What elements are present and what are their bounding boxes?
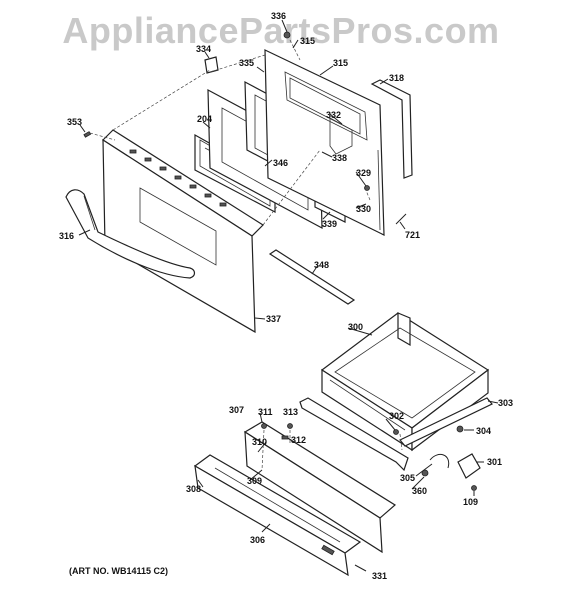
label-346: 346	[273, 158, 288, 168]
label-308: 308	[186, 484, 201, 494]
screw-312	[281, 435, 289, 440]
drawer-front-panel	[193, 454, 362, 577]
label-313: 313	[283, 407, 298, 417]
label-315: 315	[333, 58, 348, 68]
screw-336	[283, 31, 291, 39]
drawer-rail	[399, 397, 493, 447]
roller-360	[421, 469, 429, 477]
label-306: 306	[250, 535, 265, 545]
spring-721	[395, 213, 407, 225]
screw-313	[287, 423, 293, 429]
label-332: 332	[326, 110, 341, 120]
screw-311	[261, 423, 267, 429]
drawer-rod	[299, 397, 409, 472]
label-360: 360	[412, 486, 427, 496]
label-334: 334	[196, 44, 211, 54]
nut-304	[456, 425, 464, 433]
screw-109	[471, 485, 477, 491]
label-304: 304	[476, 426, 491, 436]
bracket-301	[457, 453, 481, 479]
label-305: 305	[400, 473, 415, 483]
label-338: 338	[332, 153, 347, 163]
label-301: 301	[487, 457, 502, 467]
label-311: 311	[258, 407, 273, 417]
label-337: 337	[266, 314, 281, 324]
label-315-top: 315	[300, 36, 315, 46]
clip-305	[429, 453, 450, 469]
door-strip	[268, 249, 356, 305]
label-330: 330	[356, 204, 371, 214]
label-339: 339	[322, 219, 337, 229]
label-336: 336	[271, 11, 286, 21]
screw-353	[83, 131, 92, 138]
label-109: 109	[463, 497, 478, 507]
leader-lines	[78, 19, 499, 572]
label-307: 307	[229, 405, 244, 415]
label-312: 312	[291, 435, 306, 445]
assembly-lines	[89, 39, 403, 471]
hinge-bracket-334	[204, 56, 219, 74]
door-handle	[65, 189, 196, 279]
label-309: 309	[247, 476, 262, 486]
art-number: (ART NO. WB14115 C2)	[69, 566, 169, 576]
watermark-text: AppliancePartsPros.com	[62, 10, 500, 51]
label-348: 348	[314, 260, 329, 270]
door-gasket	[370, 79, 413, 179]
inner-door-panel	[264, 49, 385, 236]
label-300: 300	[348, 322, 363, 332]
part-number-labels: 336 315 334 335 315 318 353 204 332 346 …	[59, 11, 513, 581]
label-335: 335	[239, 58, 254, 68]
label-353: 353	[67, 117, 82, 127]
label-329: 329	[356, 168, 371, 178]
label-331: 331	[372, 571, 387, 581]
label-721: 721	[405, 230, 420, 240]
screw-302	[393, 429, 399, 435]
label-310: 310	[252, 437, 267, 447]
label-318: 318	[389, 73, 404, 83]
label-316: 316	[59, 231, 74, 241]
drawer-inner-panel	[243, 421, 397, 554]
label-204: 204	[197, 114, 212, 124]
label-303: 303	[498, 398, 513, 408]
label-302: 302	[389, 411, 404, 421]
